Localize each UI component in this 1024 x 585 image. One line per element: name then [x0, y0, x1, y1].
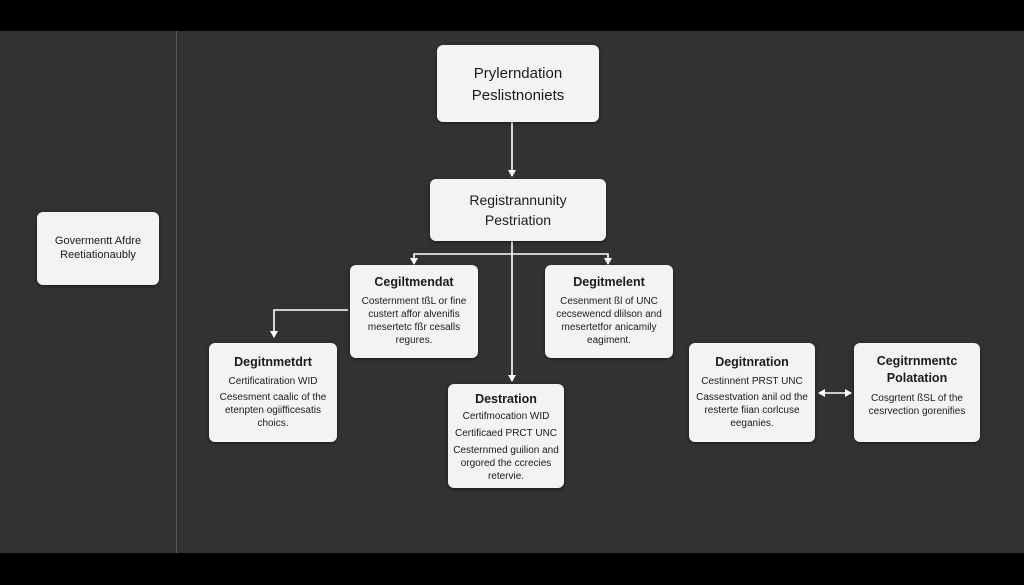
registration-line-2: Pestriation — [484, 212, 552, 228]
right-a-line-2: Cassestvation anil od the — [696, 392, 808, 403]
connector-mid-left-to-left — [270, 309, 348, 338]
center-line-3: Cesternmed guilion and — [453, 445, 559, 456]
left-node[interactable]: Degitnmetdrt Certificatiration WID Ceses… — [209, 343, 337, 442]
right-b-title-2: Polatation — [886, 371, 948, 385]
right-b-line-2: cesrvection gorenifies — [868, 406, 966, 417]
right-b-line-1: Cosgrtent ßSL of the — [871, 393, 963, 404]
right-a-line-3: resterte fiian corlcuse — [704, 405, 800, 416]
center-line-1: Certifmocation WID — [462, 411, 550, 422]
top-line-2: Peslistnoniets — [471, 87, 565, 104]
panel-divider — [176, 31, 177, 553]
mid-right-line-4: eagiment. — [587, 335, 631, 346]
mid-right-node[interactable]: Degitmelent Cesenment ßl of UNC cecsewen… — [545, 265, 673, 358]
top-line-1: Prylerndation — [473, 65, 563, 82]
right-b-title: Cegitrnmentc — [876, 354, 958, 368]
right-a-line-4: eeganies. — [730, 418, 774, 429]
side-line-2: Reetiationaubly — [60, 249, 136, 261]
mid-left-line-1: Costernment tßL or fine — [361, 296, 467, 307]
mid-left-node[interactable]: Cegiltmendat Costernment tßL or fine cus… — [350, 265, 478, 358]
registration-node[interactable]: Registrannunity Pestriation — [430, 179, 606, 241]
center-line-5: retervie. — [487, 471, 525, 482]
mid-left-line-4: regures. — [395, 335, 433, 346]
left-line-4: choics. — [257, 418, 289, 429]
left-title: Degitnmetdrt — [234, 355, 312, 369]
right-b-node[interactable]: Cegitrnmentc Polatation Cosgrtent ßSL of… — [854, 343, 980, 442]
center-title: Destration — [475, 392, 537, 406]
mid-right-line-2: cecsewencd dlilson and — [556, 309, 662, 320]
mid-left-line-2: custert affor alvenifis — [368, 309, 460, 320]
connector-registration-to-mid-right — [512, 253, 612, 265]
left-line-2: Cesesment caalic of the — [219, 392, 327, 403]
connector-registration-to-mid-left — [410, 253, 512, 265]
center-line-4: orgored the ccrecies — [460, 458, 552, 469]
mid-right-line-3: mesertetfor anicamily — [561, 322, 657, 333]
right-a-node[interactable]: Degitnration Cestinnent PRST UNC Cassest… — [689, 343, 815, 442]
top-node[interactable]: Prylerndation Peslistnoniets — [437, 45, 599, 122]
center-node[interactable]: Destration Certifmocation WID Certificae… — [448, 384, 564, 488]
side-line-1: Govermentt Afdre — [54, 235, 142, 247]
registration-line-1: Registrannunity — [469, 192, 567, 208]
right-a-title: Degitnration — [715, 355, 789, 369]
left-line-3: etenpten ogiifficesatis — [225, 405, 321, 416]
left-line-1: Certificatiration WID — [228, 376, 318, 387]
mid-right-title: Degitmelent — [573, 275, 645, 289]
mid-left-line-3: mesertetc fßr cesalls — [367, 322, 461, 333]
center-line-2: Certificaed PRCT UNC — [454, 428, 558, 439]
mid-right-line-1: Cesenment ßl of UNC — [560, 296, 658, 307]
right-a-line-1: Cestinnent PRST UNC — [701, 376, 803, 387]
side-note-node: Govermentt Afdre Reetiationaubly — [37, 212, 159, 285]
mid-left-title: Cegiltmendat — [374, 275, 454, 289]
